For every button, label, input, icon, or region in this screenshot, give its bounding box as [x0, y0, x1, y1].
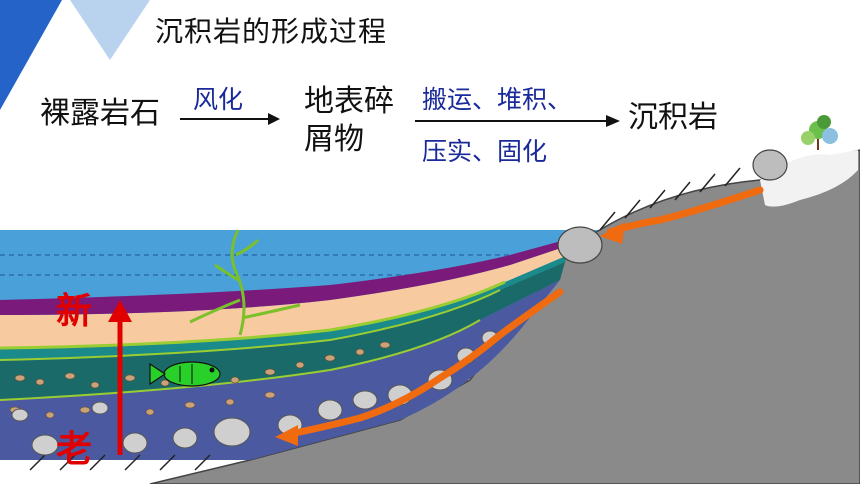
- flow-step-debris-line2: 屑物: [304, 122, 364, 157]
- layer-pebbles: [0, 262, 565, 400]
- flow-step-sedimentary-rock: 沉积岩: [628, 100, 718, 135]
- flow-label-transport: 搬运、堆积、: [422, 85, 573, 114]
- flow-label-compaction: 压实、固化: [422, 137, 548, 166]
- age-axis-arrow: [108, 300, 132, 455]
- peak-trees: [801, 115, 838, 150]
- layer-separator-3: [0, 319, 481, 401]
- flow-step-debris-line1: 地表碎: [304, 84, 394, 119]
- layer-separator: [0, 280, 506, 350]
- fish: [149, 361, 221, 387]
- flow-arrow-bottom: [286, 288, 564, 438]
- layer-bottom: [0, 280, 560, 460]
- flow-arrow-2: [415, 115, 620, 127]
- flow-step-exposed-rock: 裸露岩石: [40, 96, 160, 131]
- layer-purple: [0, 238, 572, 315]
- corner-decoration-light: [70, 0, 150, 60]
- layer-teal: [0, 255, 568, 360]
- ground-hatching: [29, 167, 741, 471]
- flow-arrow-bottom-head: [275, 425, 298, 446]
- flow-label-weathering: 风化: [193, 85, 244, 114]
- corner-decoration-blue: [0, 0, 62, 110]
- diagram-title: 沉积岩的形成过程: [155, 15, 388, 48]
- age-label-old: 老: [56, 429, 93, 470]
- flow-arrow-top-head: [600, 222, 625, 244]
- seaweed: [189, 229, 301, 336]
- layer-separator-2: [0, 289, 501, 361]
- mountain-slope: [149, 149, 860, 484]
- flow-arrow-top: [606, 186, 764, 236]
- layer-sand: [0, 245, 570, 348]
- snow-patch: [760, 150, 858, 207]
- flow-arrow-1: [180, 113, 280, 125]
- age-label-new: 新: [56, 291, 93, 332]
- boulder-shore: [557, 226, 603, 264]
- boulder-peak: [752, 149, 788, 181]
